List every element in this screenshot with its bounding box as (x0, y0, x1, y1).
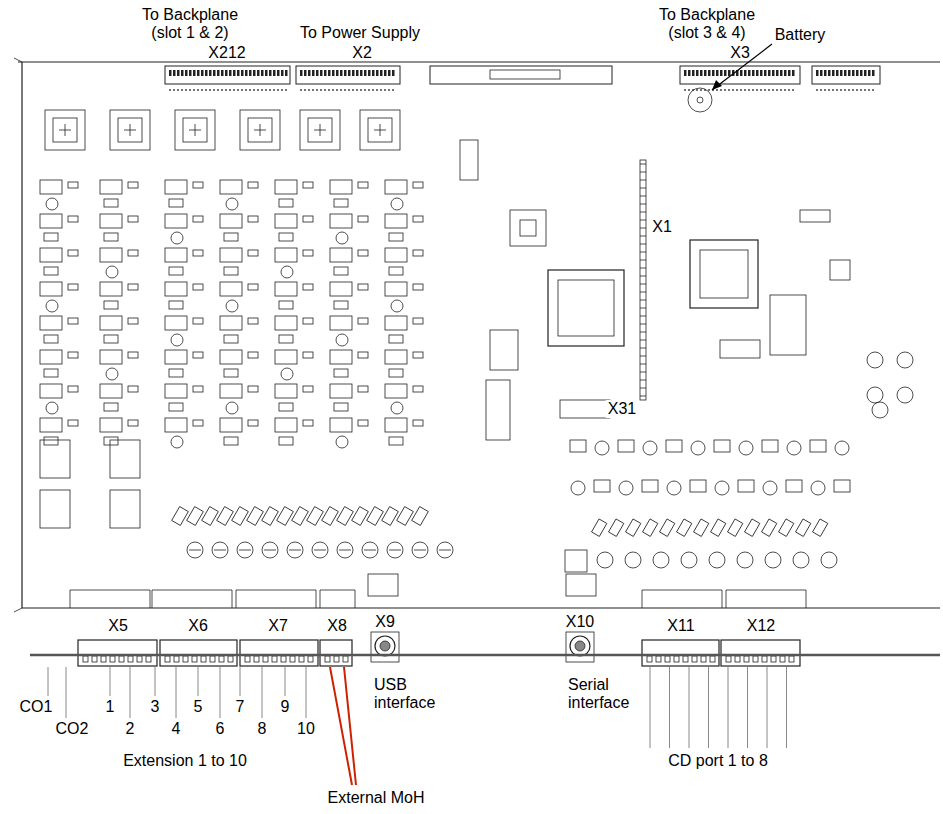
part-label: 7 (236, 698, 245, 716)
part-label: CO1 (20, 698, 53, 716)
part-label: 6 (216, 720, 225, 738)
part-label: X5 (108, 617, 128, 635)
part-label: To Backplane (slot 1 & 2) (134, 6, 246, 43)
part-label: External MoH (328, 789, 425, 807)
part-label: X10 (566, 613, 594, 631)
part-label: X11 (667, 617, 694, 635)
part-label: 2 (126, 720, 135, 738)
part-label: X212 (208, 44, 245, 62)
part-label: 9 (281, 698, 290, 716)
part-label: USB interface (374, 676, 454, 713)
part-label: CO2 (56, 720, 89, 738)
part-label: 5 (194, 698, 203, 716)
part-label: Serial interface (568, 676, 648, 713)
part-label: X12 (747, 617, 775, 635)
part-label: X3 (730, 44, 750, 62)
part-label: Extension 1 to 10 (123, 752, 247, 770)
part-label: 10 (297, 720, 315, 738)
part-label: X9 (375, 613, 395, 631)
part-label: X1 (650, 218, 674, 236)
part-label: 1 (106, 698, 115, 716)
part-label: CD port 1 to 8 (668, 752, 768, 770)
part-label: Battery (775, 26, 826, 44)
part-label: 8 (258, 720, 267, 738)
part-label: X7 (268, 617, 288, 635)
part-label: X6 (188, 617, 208, 635)
part-label: X31 (606, 400, 638, 418)
part-label: X2 (352, 44, 372, 62)
part-label: To Power Supply (300, 24, 420, 42)
part-label: X8 (327, 617, 347, 635)
part-label: To Backplane (slot 3 & 4) (651, 6, 763, 43)
part-label: 3 (151, 698, 160, 716)
part-label: 4 (172, 720, 181, 738)
